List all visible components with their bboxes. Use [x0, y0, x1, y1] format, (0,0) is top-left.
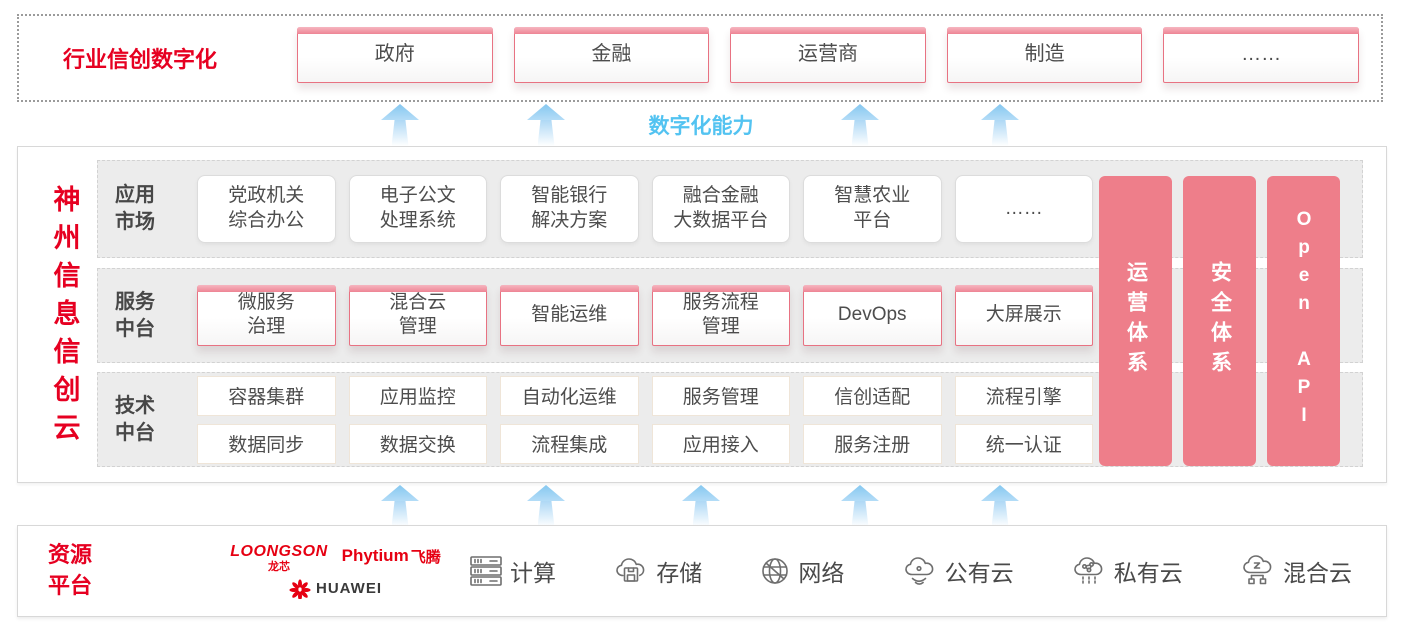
pillar-open-api: Open API [1267, 176, 1340, 466]
up-arrow-icon [381, 104, 419, 146]
pillar-list: 运营体系 安全体系 Open API [1099, 176, 1340, 466]
tech-platform-bottom-row: 数据同步 数据交换 流程集成 应用接入 服务注册 统一认证 [197, 423, 1093, 464]
resource-panel-label: 资源 平台 [48, 542, 93, 598]
resource-item-label: 公有云 [944, 560, 1014, 586]
tech-platform-item: 流程引擎 [954, 375, 1093, 416]
resource-item-label: 网络 [798, 560, 845, 586]
app-market-box-list: 党政机关 综合办公 电子公文 处理系统 智能银行 解决方案 融合金融 大数据平台… [197, 175, 1093, 243]
industry-box-list: 政府 金融 运营商 制造 …… [297, 27, 1359, 83]
loongson-logo: LOONGSON 龙芯 [230, 542, 328, 573]
network-icon [762, 558, 789, 584]
tech-platform-item: 统一认证 [954, 423, 1093, 464]
app-market-item-more: …… [954, 175, 1093, 243]
service-platform-item: 智能运维 [500, 285, 639, 346]
tech-platform-item: 应用接入 [651, 423, 790, 464]
hybrid-cloud-icon [1243, 555, 1272, 585]
private-cloud-icon [1073, 557, 1103, 584]
loongson-chinese-label: 龙芯 [267, 560, 290, 573]
tech-platform-top-row: 容器集群 应用监控 自动化运维 服务管理 信创适配 流程引擎 [197, 375, 1093, 416]
service-platform-row-label: 服务 中台 [115, 290, 155, 340]
tech-platform-item: 服务注册 [803, 423, 942, 464]
industry-box-finance: 金融 [513, 27, 710, 83]
up-arrow-icon [981, 104, 1019, 146]
up-arrow-icon [841, 485, 879, 527]
tech-platform-row: 技术 中台 容器集群 应用监控 自动化运维 服务管理 信创适配 流程引擎 数据同… [97, 372, 1363, 467]
tech-platform-item: 容器集群 [197, 375, 336, 416]
service-platform-item: 混合云 管理 [348, 285, 487, 346]
up-arrow-icon [682, 485, 720, 527]
resource-item-label: 私有云 [1113, 560, 1183, 586]
tech-platform-item: 应用监控 [348, 375, 487, 416]
tech-platform-box-grid: 容器集群 应用监控 自动化运维 服务管理 信创适配 流程引擎 数据同步 数据交换… [197, 375, 1093, 464]
phytium-logo: Phytium 飞腾 [342, 546, 441, 567]
app-market-item: 党政机关 综合办公 [197, 175, 336, 243]
phytium-wordmark: Phytium [341, 546, 409, 565]
resource-compute: 计算 [468, 554, 556, 588]
resource-panel: 资源 平台 LOONGSON 龙芯 Phytium 飞腾 [17, 525, 1387, 617]
industry-box-government: 政府 [297, 27, 493, 83]
app-market-item: 融合金融 大数据平台 [651, 175, 790, 243]
app-market-row-label: 应用 市场 [115, 184, 155, 233]
service-platform-item: DevOps [803, 285, 942, 346]
service-platform-item: 微服务 治理 [197, 285, 336, 346]
resource-storage: 存储 [612, 554, 702, 588]
up-arrow-icon [527, 485, 565, 527]
vendor-logo-row: LOONGSON 龙芯 Phytium 飞腾 [213, 542, 458, 573]
huawei-logo: HUAWEI [213, 578, 458, 599]
tech-platform-item: 信创适配 [803, 375, 942, 416]
huawei-flower-icon [289, 578, 311, 599]
resource-item-label: 计算 [510, 560, 556, 586]
app-market-item: 智能银行 解决方案 [500, 175, 639, 243]
vendor-logos: LOONGSON 龙芯 Phytium 飞腾 [213, 526, 458, 616]
tech-platform-item: 数据同步 [197, 423, 336, 464]
service-platform-item: 服务流程 管理 [651, 285, 790, 346]
up-arrow-icon [527, 104, 565, 146]
resource-hybrid-cloud: 混合云 [1239, 554, 1352, 588]
loongson-wordmark: LOONGSON [230, 542, 328, 560]
service-platform-box-list: 微服务 治理 混合云 管理 智能运维 服务流程 管理 DevOps 大屏展示 [197, 285, 1093, 346]
up-arrow-icon [981, 485, 1019, 527]
up-arrow-icon [841, 104, 879, 146]
platform-title: 神州信息信创云 [49, 185, 80, 451]
tech-platform-item: 流程集成 [500, 423, 639, 464]
resource-private-cloud: 私有云 [1070, 554, 1183, 588]
pillar-operation-system: 运营体系 [1099, 176, 1172, 466]
huawei-wordmark: HUAWEI [316, 580, 382, 597]
tech-platform-item: 自动化运维 [500, 375, 639, 416]
app-market-item: 电子公文 处理系统 [348, 175, 487, 243]
resource-item-label: 存储 [656, 560, 703, 586]
compute-icon [470, 556, 502, 586]
capability-label: 数字化能力 [648, 115, 754, 138]
industry-box-manufacturing: 制造 [946, 27, 1143, 83]
storage-icon [616, 558, 645, 582]
resource-network: 网络 [758, 554, 844, 588]
platform-panel: 神州信息信创云 应用 市场 党政机关 综合办公 电子公文 处理系统 智能银行 解… [17, 146, 1387, 483]
industry-box-operator: 运营商 [730, 27, 926, 83]
pillar-security-system: 安全体系 [1183, 176, 1256, 466]
up-arrow-icon [381, 485, 419, 527]
phytium-chinese-label: 飞腾 [410, 548, 441, 566]
resource-item-label: 混合云 [1282, 560, 1352, 586]
tech-platform-row-label: 技术 中台 [115, 394, 155, 444]
industry-box-more: …… [1163, 27, 1359, 83]
tech-platform-item: 服务管理 [651, 375, 790, 416]
resource-public-cloud: 公有云 [901, 554, 1014, 588]
industry-banner-title: 行业信创数字化 [63, 47, 218, 72]
resource-item-list: 计算 存储 [468, 526, 1352, 616]
app-market-item: 智慧农业 平台 [803, 175, 942, 243]
industry-banner: 行业信创数字化 政府 金融 运营商 制造 …… [17, 14, 1383, 102]
public-cloud-icon [904, 557, 933, 585]
service-platform-item: 大屏展示 [954, 285, 1093, 346]
tech-platform-item: 数据交换 [348, 423, 487, 464]
